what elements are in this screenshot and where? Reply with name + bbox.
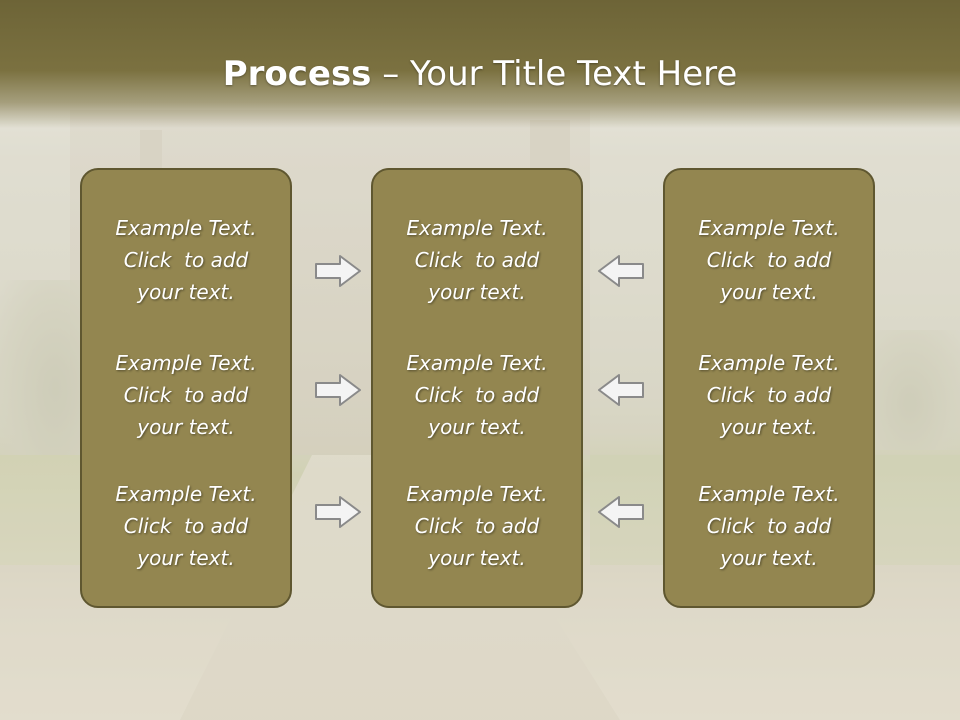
left-arrow-icon — [598, 374, 644, 406]
text-block[interactable]: Example Text. Click to add your text. — [373, 212, 581, 308]
text-line: your text. — [428, 546, 526, 570]
text-line: your text. — [137, 415, 235, 439]
text-line: Example Text. — [115, 482, 257, 506]
text-line: Click to add — [123, 514, 249, 538]
text-line: your text. — [720, 415, 818, 439]
text-line: Example Text. — [115, 216, 257, 240]
text-line: Click to add — [706, 248, 832, 272]
text-line: Example Text. — [698, 351, 840, 375]
text-line: Click to add — [123, 248, 249, 272]
text-line: your text. — [720, 546, 818, 570]
left-arrow-icon — [598, 255, 644, 287]
text-line: your text. — [720, 280, 818, 304]
right-arrow-icon — [315, 496, 361, 528]
text-line: Click to add — [414, 248, 540, 272]
text-line: Click to add — [706, 383, 832, 407]
text-line: your text. — [137, 280, 235, 304]
trees-right-image — [860, 330, 960, 450]
right-arrow-icon — [315, 374, 361, 406]
process-panel-right[interactable]: Example Text. Click to add your text. Ex… — [663, 168, 875, 608]
text-line: Example Text. — [698, 482, 840, 506]
left-arrow-icon — [598, 496, 644, 528]
right-arrow-icon — [315, 255, 361, 287]
text-line: your text. — [428, 280, 526, 304]
text-line: Click to add — [414, 383, 540, 407]
text-line: your text. — [428, 415, 526, 439]
text-block[interactable]: Example Text. Click to add your text. — [82, 478, 290, 574]
text-block[interactable]: Example Text. Click to add your text. — [665, 478, 873, 574]
text-line: Example Text. — [406, 216, 548, 240]
text-block[interactable]: Example Text. Click to add your text. — [82, 347, 290, 443]
text-block[interactable]: Example Text. Click to add your text. — [82, 212, 290, 308]
process-panel-center[interactable]: Example Text. Click to add your text. Ex… — [371, 168, 583, 608]
text-line: Example Text. — [406, 351, 548, 375]
text-line: Example Text. — [406, 482, 548, 506]
text-line: your text. — [137, 546, 235, 570]
text-block[interactable]: Example Text. Click to add your text. — [373, 478, 581, 574]
slide-title[interactable]: Process – Your Title Text Here — [0, 52, 960, 96]
text-line: Click to add — [706, 514, 832, 538]
text-block[interactable]: Example Text. Click to add your text. — [665, 212, 873, 308]
text-line: Click to add — [123, 383, 249, 407]
text-line: Example Text. — [115, 351, 257, 375]
text-block[interactable]: Example Text. Click to add your text. — [373, 347, 581, 443]
title-rest: – Your Title Text Here — [371, 54, 738, 94]
text-block[interactable]: Example Text. Click to add your text. — [665, 347, 873, 443]
text-line: Click to add — [414, 514, 540, 538]
process-panel-left[interactable]: Example Text. Click to add your text. Ex… — [80, 168, 292, 608]
title-band — [0, 0, 960, 128]
title-bold: Process — [222, 54, 372, 94]
text-line: Example Text. — [698, 216, 840, 240]
